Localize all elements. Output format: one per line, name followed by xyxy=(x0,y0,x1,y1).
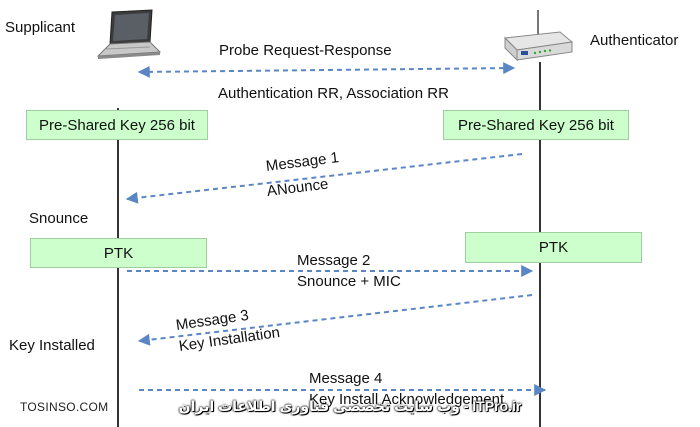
ptk-box-supplicant: PTK xyxy=(30,238,207,268)
watermark-right: ITPro.ir - وب سایت تخصصی فناوری اطلاعات … xyxy=(178,398,522,414)
laptop-icon xyxy=(96,9,162,59)
message-2-title: Message 2 xyxy=(297,252,371,269)
router-icon xyxy=(503,10,574,62)
snounce-label: Snounce xyxy=(29,210,89,227)
probe-label: Probe Request-Response xyxy=(219,42,392,59)
message-4-content: Key Install Acknowledgement xyxy=(309,391,505,408)
probe-arrow xyxy=(137,62,516,78)
ptk-box-authenticator: PTK xyxy=(465,232,642,263)
message-4-title: Message 4 xyxy=(309,370,383,387)
supplicant-label: Supplicant xyxy=(5,19,76,36)
psk-box-supplicant: Pre-Shared Key 256 bit xyxy=(26,110,208,140)
key-installed-label: Key Installed xyxy=(9,337,95,354)
message-1-arrow xyxy=(125,153,523,204)
authenticator-label: Authenticator xyxy=(590,32,679,49)
watermark-left: TOSINSO.COM xyxy=(20,400,109,414)
message-3-arrow xyxy=(137,294,533,346)
message-2-content: Snounce + MIC xyxy=(297,273,401,290)
auth-assoc-label: Authentication RR, Association RR xyxy=(218,85,449,102)
psk-box-authenticator: Pre-Shared Key 256 bit xyxy=(443,110,629,140)
